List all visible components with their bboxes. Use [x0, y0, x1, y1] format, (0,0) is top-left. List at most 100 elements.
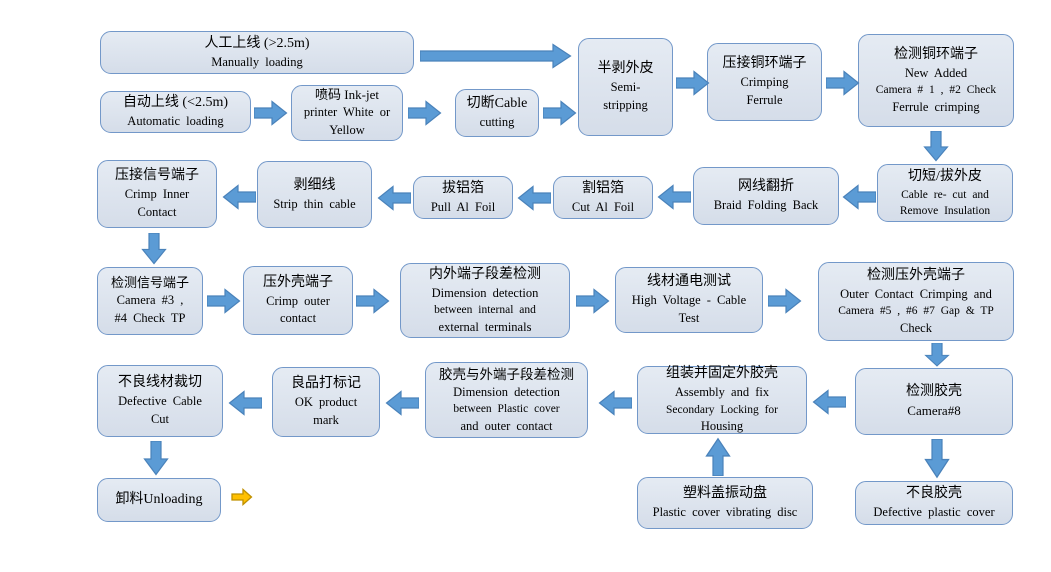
- arrow-highvoltage-to-checkoutercrimp: [768, 288, 802, 314]
- node-label-en: Defective Cable: [118, 394, 202, 409]
- node-crimp-outer-contact: 压外壳端子 Crimp outer contact: [243, 266, 353, 335]
- node-defective-plastic-cover: 不良胶壳 Defective plastic cover: [855, 481, 1013, 525]
- node-semi-stripping: 半剥外皮 Semi- stripping: [578, 38, 673, 136]
- arrow-unloading-out: [231, 488, 253, 506]
- node-check-ferrule: 检测铜环端子 New Added Camera # 1 , #2 Check F…: [858, 34, 1014, 127]
- node-label-en: Camera # 1 , #2 Check: [875, 84, 997, 97]
- node-label-zh: 人工上线 (>2.5m): [204, 35, 310, 51]
- node-label-en: Ferrule: [746, 92, 783, 107]
- arrow-ferrule-to-checkferrule: [826, 70, 860, 96]
- node-label-en: between Plastic cover: [453, 403, 560, 416]
- node-label-en: Braid Folding Back: [713, 198, 819, 213]
- node-label-zh: 不良胶壳: [906, 486, 962, 502]
- arrow-inkjet-to-cutting: [408, 100, 442, 126]
- node-label-zh: 压外壳端子: [263, 274, 333, 290]
- node-label-zh: 割铝箔: [582, 180, 624, 196]
- arrow-checksignal-to-crimpouter: [207, 288, 241, 314]
- arrow-disc-to-assembly: [705, 437, 731, 476]
- node-assembly-fix-housing: 组装并固定外胶壳 Assembly and fix Secondary Lock…: [637, 366, 807, 434]
- node-braid-folding-back: 网线翻折 Braid Folding Back: [693, 167, 839, 225]
- arrow-checkcover-to-defectivecover: [924, 439, 950, 479]
- node-label-en: and outer contact: [460, 418, 553, 433]
- node-recut-remove-insulation: 切短/拔外皮 Cable re- cut and Remove Insulati…: [877, 164, 1013, 222]
- node-label-zh: 胶壳与外端子段差检测: [439, 366, 574, 382]
- arrow-okmark-to-defectivecut: [228, 390, 262, 416]
- node-label-zh: 卸料Unloading: [115, 492, 203, 508]
- node-label-en: Crimp outer: [266, 293, 330, 308]
- node-high-voltage-cable-test: 线材通电测试 High Voltage - Cable Test: [615, 267, 763, 333]
- node-label-zh: 组装并固定外胶壳: [666, 366, 778, 382]
- node-label-zh: 检测胶壳: [906, 384, 962, 400]
- node-inkjet-printer: 喷码 Ink-jet printer White or Yellow: [291, 85, 403, 141]
- node-ok-product-mark: 良品打标记 OK product mark: [272, 367, 380, 437]
- node-label-zh: 检测压外壳端子: [867, 267, 965, 283]
- node-label-en: Semi-: [610, 80, 641, 95]
- arrow-strip-to-crimpinner: [222, 184, 256, 210]
- node-label-en: #4 Check TP: [114, 311, 186, 326]
- arrow-checkferrule-to-recut: [923, 131, 949, 162]
- node-label-zh: 喷码 Ink-jet: [315, 87, 379, 103]
- node-label-en: contact: [279, 311, 317, 326]
- node-label-en: New Added: [904, 65, 968, 80]
- node-label-zh: 检测信号端子: [110, 275, 189, 291]
- node-label-en: Strip thin cable: [273, 196, 356, 211]
- node-label-en: Defective plastic cover: [873, 505, 995, 520]
- node-label-zh: 剥细线: [293, 177, 336, 193]
- node-label-en: Outer Contact Crimping and: [840, 286, 992, 301]
- node-label-en: Pull Al Foil: [430, 199, 496, 214]
- node-plastic-cover-vibrating-disc: 塑料盖振动盘 Plastic cover vibrating disc: [637, 477, 813, 529]
- node-check-signal-terminal: 检测信号端子 Camera #3 , #4 Check TP: [97, 267, 203, 335]
- node-auto-loading: 自动上线 (<2.5m) Automatic loading: [100, 91, 251, 133]
- node-label-zh: 线材通电测试: [647, 274, 731, 290]
- node-dimension-detection-terminals: 内外端子段差检测 Dimension detection between int…: [400, 263, 570, 338]
- node-label-zh: 拔铝箔: [442, 180, 484, 196]
- node-label-zh: 网线翻折: [738, 179, 794, 195]
- node-check-plastic-cover: 检测胶壳 Camera#8: [855, 368, 1013, 435]
- node-crimping-ferrule: 压接铜环端子 Crimping Ferrule: [707, 43, 822, 121]
- node-label-zh: 塑料盖振动盘: [683, 486, 767, 502]
- node-label-en: Secondary Locking for: [665, 403, 779, 416]
- arrow-dimdetect-to-highvoltage: [576, 288, 610, 314]
- node-label-en: Manually loading: [211, 54, 303, 69]
- node-label-zh: 不良线材裁切: [118, 375, 202, 391]
- node-label-en: Crimp Inner: [124, 187, 190, 202]
- node-label-en: Camera #3 ,: [116, 293, 184, 308]
- node-check-outer-crimp: 检测压外壳端子 Outer Contact Crimping and Camer…: [818, 262, 1014, 341]
- node-label-zh: 切断Cable: [466, 96, 528, 112]
- arrow-crimpouter-to-dimdetect: [356, 288, 390, 314]
- node-label-en: cutting: [479, 115, 515, 130]
- node-label-zh: 良品打标记: [291, 376, 361, 392]
- node-label-en: Contact: [137, 204, 177, 219]
- node-label-en: Dimension detection: [453, 384, 560, 399]
- arrow-cutfoil-to-pullfoil: [517, 185, 551, 211]
- node-label-zh: 自动上线 (<2.5m): [122, 95, 229, 111]
- node-dimension-detection-cover: 胶壳与外端子段差检测 Dimension detection between P…: [425, 362, 588, 438]
- arrow-semistripping-to-ferrule: [676, 70, 710, 96]
- node-label-en: stripping: [603, 97, 648, 112]
- arrow-dimcover-to-okmark: [385, 390, 419, 416]
- arrow-assembly-to-dimcover: [598, 390, 632, 416]
- node-unloading: 卸料Unloading: [97, 478, 221, 522]
- arrow-defectivecut-to-unloading: [143, 441, 169, 476]
- node-label-en: Crimping: [740, 75, 789, 90]
- arrow-checkoutercrimp-to-checkcover: [924, 343, 950, 367]
- arrow-auto-to-inkjet: [254, 100, 288, 126]
- node-label-en: Cut: [150, 411, 170, 426]
- node-label-en: Camera #5 , #6 #7 Gap & TP: [838, 305, 994, 318]
- node-label-en: external terminals: [438, 319, 532, 334]
- node-label-en: Plastic cover vibrating disc: [652, 505, 798, 520]
- node-label-en: Housing: [700, 419, 744, 434]
- node-label-en: OK product: [294, 395, 358, 410]
- node-label-en: High Voltage - Cable: [631, 293, 747, 308]
- node-label-zh: 检测铜环端子: [894, 46, 978, 62]
- node-cut-al-foil: 割铝箔 Cut Al Foil: [553, 176, 653, 219]
- node-label-en: Cut Al Foil: [571, 199, 635, 214]
- node-label-zh: 压接信号端子: [115, 168, 199, 184]
- node-strip-thin-cable: 剥细线 Strip thin cable: [257, 161, 372, 228]
- node-label-en: Ferrule crimping: [892, 99, 980, 114]
- node-label-en: Dimension detection: [431, 285, 539, 300]
- node-label-en: Remove Insulation: [899, 204, 991, 217]
- node-label-en: Assembly and fix: [674, 385, 770, 400]
- node-label-zh: 切短/拔外皮: [908, 168, 982, 184]
